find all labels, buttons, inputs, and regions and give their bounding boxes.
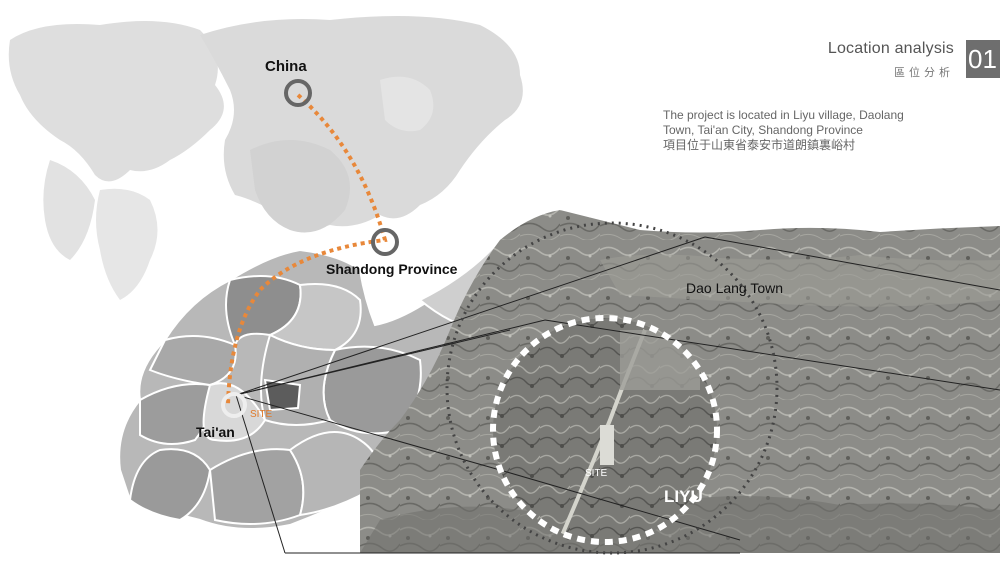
leader-lines xyxy=(235,236,1000,554)
daolang-town-label: Dao Lang Town xyxy=(686,280,784,296)
description-line-1: The project is located in Liyu village, … xyxy=(663,108,904,122)
section-title: Location analysis xyxy=(827,40,954,57)
liyu-label: LIYU xyxy=(664,487,703,506)
china-label: China xyxy=(265,58,307,75)
daolang-town-circle xyxy=(445,221,779,555)
china-marker-icon xyxy=(284,79,312,107)
world-map xyxy=(8,16,523,300)
location-route xyxy=(226,93,388,406)
taian-marker-icon xyxy=(221,392,247,418)
shandong-province-map xyxy=(118,237,553,530)
site-map-label: SITE xyxy=(250,409,273,420)
liyu-village-circle xyxy=(490,315,720,545)
description-line-2: Town, Tai'an City, Shandong Province xyxy=(663,123,863,137)
section-header: Location analysis 區位分析 01 xyxy=(720,36,1000,80)
page-number-badge: 01 xyxy=(966,40,1000,78)
description-line-chinese: 項目位于山東省泰安市道朗鎮裏峪村 xyxy=(663,138,856,152)
site-aerial-label: SITE xyxy=(585,468,608,479)
shandong-label: Shandong Province xyxy=(326,261,458,277)
liyu-aerial-detail xyxy=(493,318,717,542)
description: The project is located in Liyu village, … xyxy=(663,108,963,153)
taian-label: Tai'an xyxy=(196,424,235,440)
shandong-marker-icon xyxy=(371,228,399,256)
section-title-chinese: 區位分析 xyxy=(894,67,954,79)
